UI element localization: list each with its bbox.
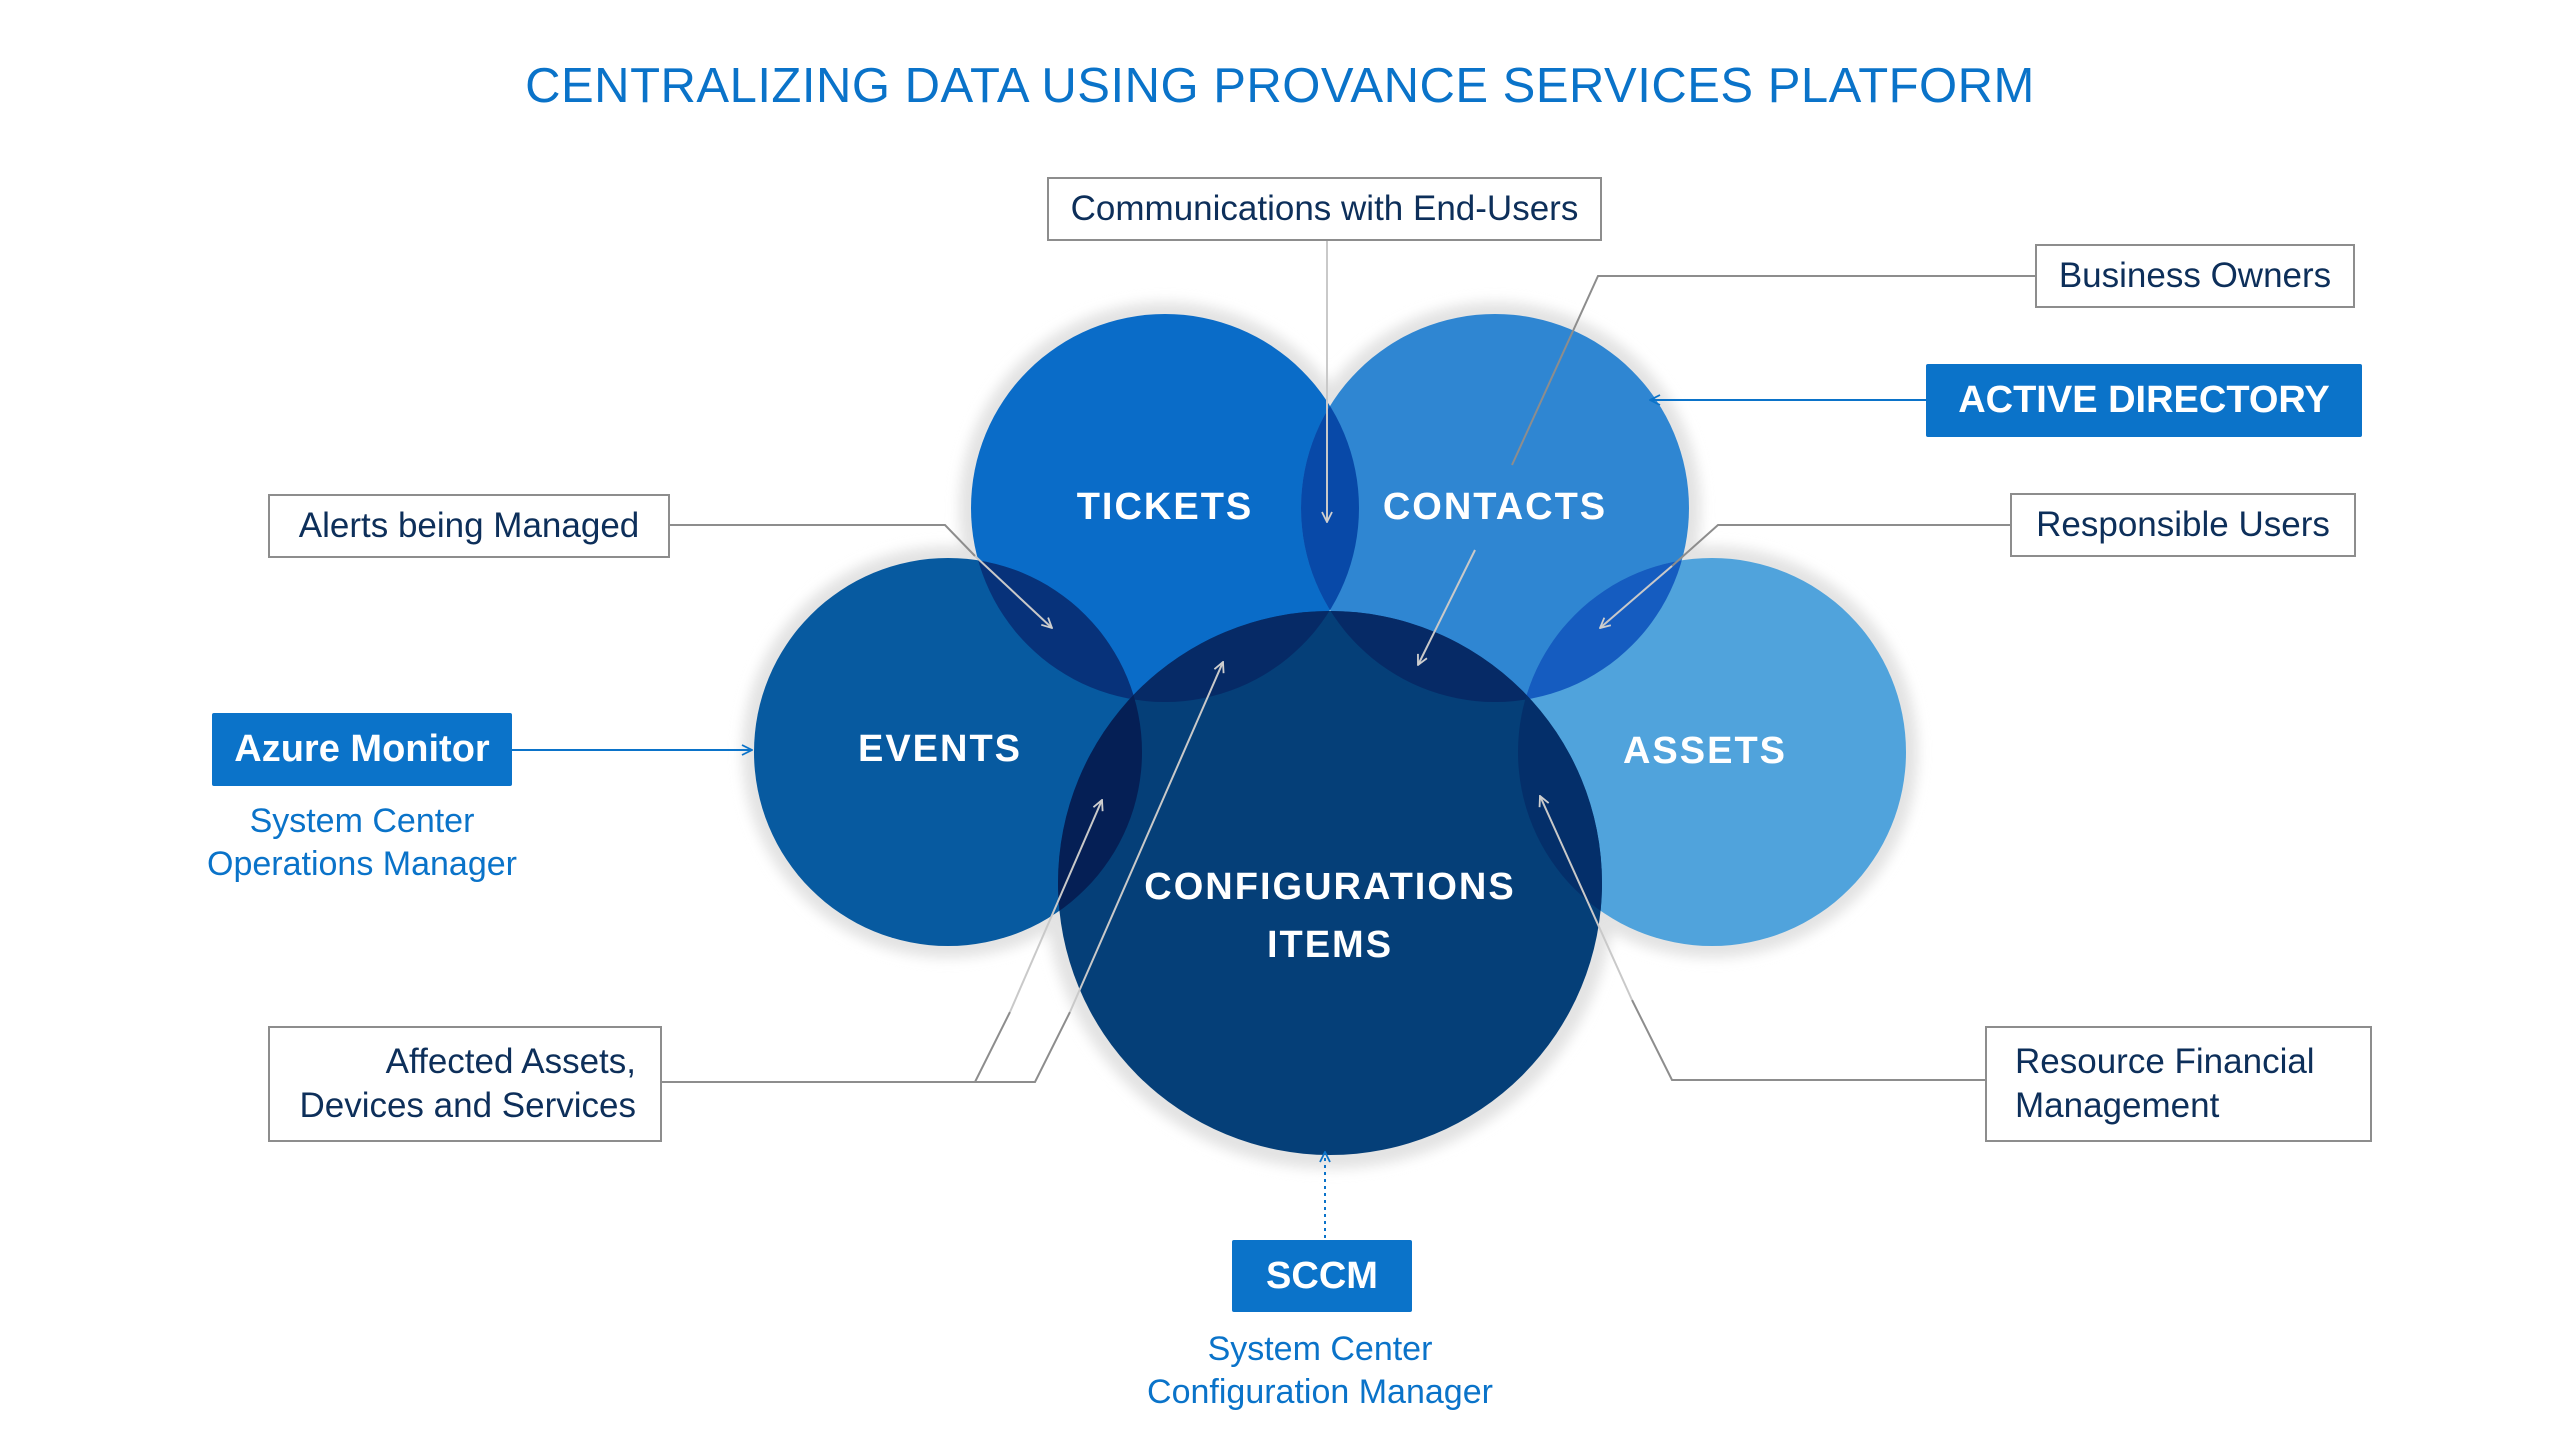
connector-responsible-users-inner: [1600, 565, 1673, 628]
connector-resource-financial-inner: [1540, 796, 1633, 1001]
label-tickets: TICKETS: [1076, 486, 1254, 528]
connector-responsible-users: [1671, 524, 2010, 567]
sccm-sub-line1: System Center: [1207, 1330, 1433, 1368]
box-alerts: Alerts being Managed: [268, 494, 670, 558]
connector-business-owners-inner: [1418, 549, 1476, 665]
connector-alerts-inner: [974, 555, 1052, 628]
connector-affected-assets-inner2: [1069, 662, 1223, 1013]
page-title: CENTRALIZING DATA USING PROVANCE SERVICE…: [525, 59, 2035, 113]
overlap-tickets-events: [971, 558, 1142, 702]
resource-line2: Management: [2015, 1086, 2220, 1125]
azure-monitor-subtitle: System Center Operations Manager: [162, 800, 562, 886]
circle-configuration-items: [1058, 611, 1602, 1155]
tag-azure-monitor: Azure Monitor: [212, 713, 512, 786]
tag-sccm: SCCM: [1232, 1240, 1412, 1312]
tag-active-directory: ACTIVE DIRECTORY: [1926, 364, 2362, 437]
box-responsible-users: Responsible Users: [2010, 493, 2356, 557]
sccm-sub-line2: Configuration Manager: [1147, 1373, 1493, 1411]
box-resource-financial: Resource Financial Management: [1985, 1026, 2372, 1142]
connector-affected-assets-inner1: [1009, 800, 1102, 1013]
label-config-line2: ITEMS: [1266, 924, 1394, 966]
box-communications: Communications with End-Users: [1047, 177, 1602, 241]
label-config-line1: CONFIGURATIONS: [1144, 866, 1516, 908]
connector-affected-assets: [662, 1011, 1011, 1083]
label-assets: ASSETS: [1622, 730, 1788, 772]
connector-resource-financial: [1631, 999, 1985, 1081]
azure-sub-line1: System Center: [249, 802, 475, 840]
azure-sub-line2: Operations Manager: [207, 845, 517, 883]
overlap-contacts-assets: [1518, 558, 1689, 702]
label-contacts: CONTACTS: [1382, 486, 1608, 528]
affected-line1: Affected Assets,: [385, 1042, 636, 1081]
label-events: EVENTS: [857, 728, 1023, 770]
box-affected-assets: Affected Assets, Devices and Services: [268, 1026, 662, 1142]
label-configuration-items: CONFIGURATIONS ITEMS: [1080, 858, 1580, 974]
connector-affected-assets-2: [975, 1011, 1071, 1083]
resource-line1: Resource Financial: [2015, 1042, 2315, 1081]
sccm-subtitle: System Center Configuration Manager: [1110, 1328, 1530, 1414]
affected-line2: Devices and Services: [299, 1086, 636, 1125]
box-business-owners: Business Owners: [2035, 244, 2355, 308]
connector-alerts: [670, 524, 976, 557]
connector-business-owners: [1511, 275, 2035, 466]
